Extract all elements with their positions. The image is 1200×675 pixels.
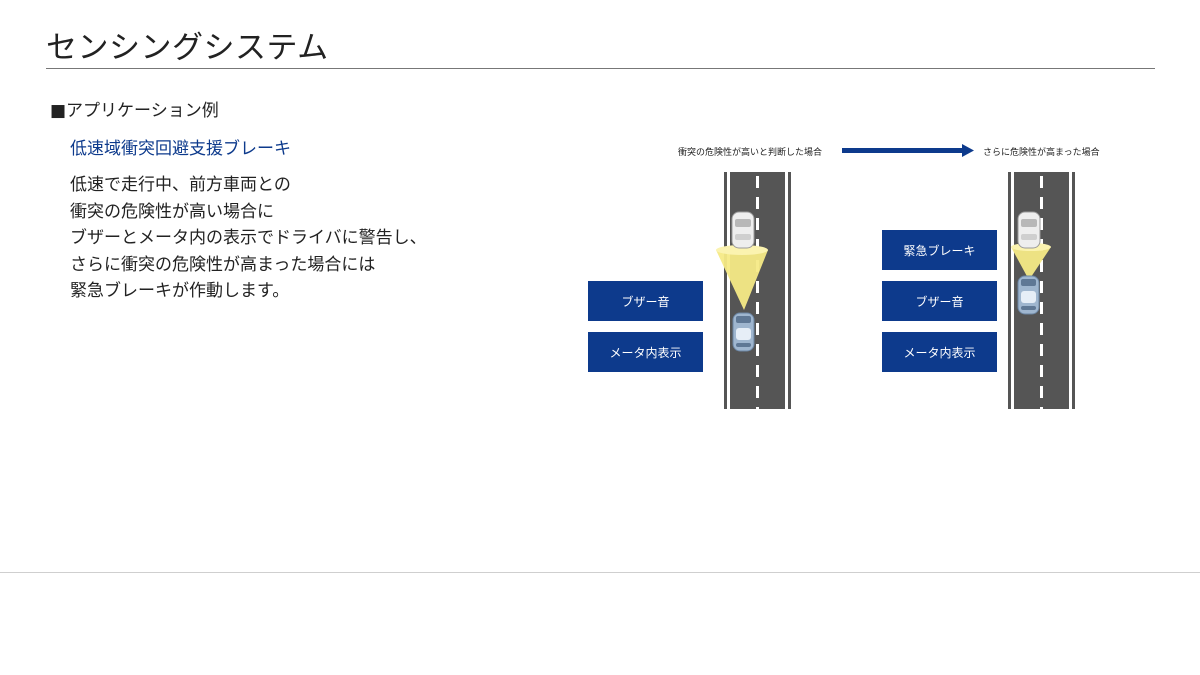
lead-car-left [731, 211, 755, 249]
page-title: センシングシステム [46, 30, 329, 66]
label-meter-display: メータ内表示 [882, 332, 997, 372]
label-emergency-brake: 緊急ブレーキ [882, 230, 997, 270]
label-buzzer: ブザー音 [588, 281, 703, 321]
label-meter-display: メータ内表示 [588, 332, 703, 372]
title-divider [46, 68, 1155, 69]
description-line: 緊急ブレーキが作動します。 [70, 281, 290, 301]
caption-high-risk: 衝突の危険性が高いと判断した場合 [678, 148, 823, 158]
description-line: 衝突の危険性が高い場合に [70, 201, 274, 222]
feature-description: 低速で走行中、前方車両との 衝突の危険性が高い場合に ブザーとメータ内の表示でド… [70, 172, 427, 305]
progression-arrow [842, 144, 974, 157]
sensor-beam-right [1011, 247, 1051, 280]
label-buzzer: ブザー音 [882, 281, 997, 321]
description-line: ブザーとメータ内の表示でドライバに警告し、 [70, 228, 427, 248]
road-left [724, 172, 791, 409]
section-heading: ■アプリケーション例 [50, 101, 219, 121]
description-line: 低速で走行中、前方車両との [70, 175, 291, 195]
footer-divider [0, 572, 1200, 573]
feature-heading: 低速域衝突回避支援ブレーキ [70, 139, 291, 159]
sensor-beam-left [716, 250, 768, 310]
lead-car-right [1017, 211, 1041, 249]
caption-higher-risk: さらに危険性が高まった場合 [983, 148, 1100, 158]
own-car-right [1017, 275, 1040, 315]
own-car-left [732, 312, 755, 352]
description-line: さらに衝突の危険性が高まった場合には [70, 254, 376, 275]
